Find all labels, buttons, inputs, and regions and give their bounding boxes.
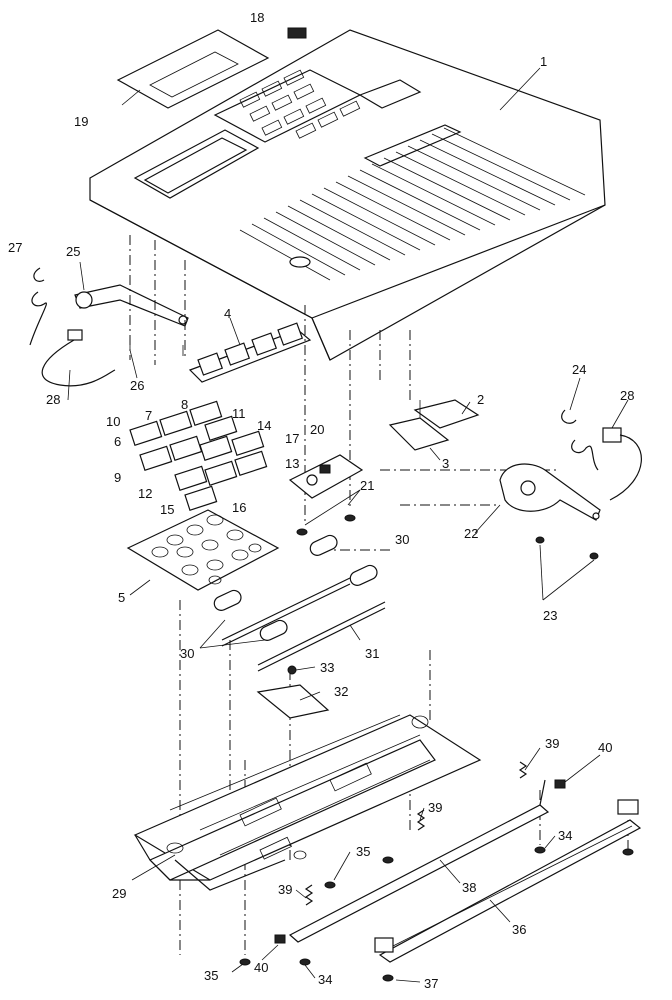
part-5-key-board — [126, 509, 280, 591]
callout-6: 6 — [114, 434, 121, 449]
callout-21: 21 — [360, 478, 374, 493]
callout-13: 13 — [285, 456, 299, 471]
callout-33: 33 — [320, 660, 334, 675]
callout-labels: 1 2 3 4 5 6 7 8 9 10 11 12 13 14 15 16 1… — [8, 10, 634, 991]
rail-38 — [288, 779, 550, 943]
callout-40-right: 40 — [598, 740, 612, 755]
bottom-chassis — [133, 714, 482, 891]
callout-4: 4 — [224, 306, 231, 321]
leader-lines — [67, 261, 629, 983]
callout-39-mid: 39 — [428, 800, 442, 815]
callout-34-bottom: 34 — [318, 972, 332, 987]
callout-19: 19 — [74, 114, 88, 129]
callout-20: 20 — [310, 422, 324, 437]
callout-24: 24 — [572, 362, 586, 377]
callout-10: 10 — [106, 414, 120, 429]
right-spring-assembly — [499, 409, 642, 560]
callout-28-right: 28 — [620, 388, 634, 403]
callout-17: 17 — [285, 431, 299, 446]
callout-28-left: 28 — [46, 392, 60, 407]
callout-40-bottom: 40 — [254, 960, 268, 975]
callout-23: 23 — [543, 608, 557, 623]
callout-29: 29 — [112, 886, 126, 901]
callout-27: 27 — [8, 240, 22, 255]
callout-35-bottom: 35 — [204, 968, 218, 983]
callout-5: 5 — [118, 590, 125, 605]
part-4-switch-strip — [188, 322, 312, 383]
callout-30-right: 30 — [395, 532, 409, 547]
callout-31: 31 — [365, 646, 379, 661]
callout-39-right: 39 — [545, 736, 559, 751]
callout-1: 1 — [540, 54, 547, 69]
callout-2: 2 — [477, 392, 484, 407]
top-cover — [89, 29, 606, 361]
callout-12: 12 — [138, 486, 152, 501]
keycaps-cluster — [129, 400, 268, 511]
callout-16: 16 — [232, 500, 246, 515]
callout-34-right: 34 — [558, 828, 572, 843]
callout-11: 11 — [232, 406, 246, 421]
part-20-bracket — [288, 454, 364, 536]
rollers-and-shafts — [199, 534, 386, 672]
springs-and-clips — [274, 761, 566, 944]
callout-26: 26 — [130, 378, 144, 393]
callout-38: 38 — [462, 880, 476, 895]
part-19-window-cover — [116, 29, 270, 109]
callout-3: 3 — [442, 456, 449, 471]
callout-8: 8 — [181, 397, 188, 412]
callout-15: 15 — [160, 502, 174, 517]
rail-36 — [374, 799, 642, 963]
callout-37: 37 — [424, 976, 438, 991]
callout-32: 32 — [334, 684, 348, 699]
callout-18: 18 — [250, 10, 264, 25]
callout-35-mid: 35 — [356, 844, 370, 859]
callout-30-left: 30 — [180, 646, 194, 661]
callout-25: 25 — [66, 244, 80, 259]
part-32-plate — [256, 665, 330, 719]
callout-14: 14 — [257, 418, 271, 433]
part-18-clip — [287, 27, 307, 39]
callout-9: 9 — [114, 470, 121, 485]
parts-2-3-blocks — [388, 399, 480, 451]
screws — [239, 846, 634, 982]
callout-7: 7 — [145, 408, 152, 423]
callout-39-left: 39 — [278, 882, 292, 897]
callout-36: 36 — [512, 922, 526, 937]
left-spring-assembly — [29, 267, 189, 387]
callout-22: 22 — [464, 526, 478, 541]
